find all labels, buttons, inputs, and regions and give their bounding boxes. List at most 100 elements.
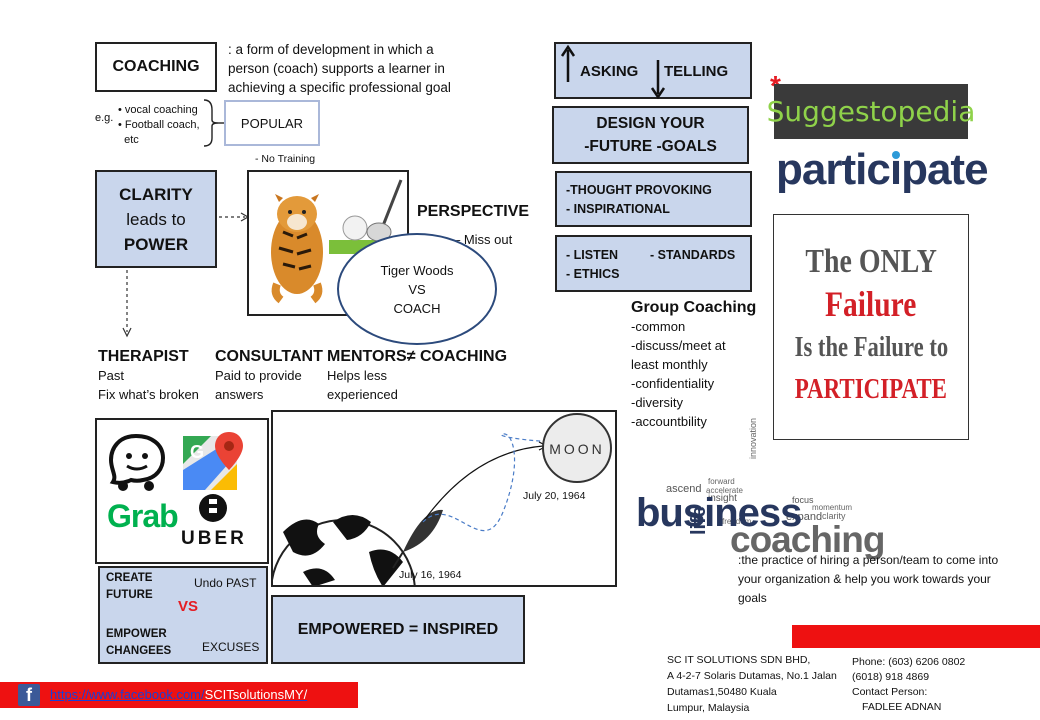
waze-icon — [108, 433, 166, 491]
popular-box: POPULAR — [224, 100, 320, 146]
empowered-label: EMPOWERED = INSPIRED — [297, 620, 499, 638]
participate-i: ı — [889, 145, 902, 194]
moon-arrival-date: July 20, 1964 — [523, 490, 586, 502]
design-goals-line2: -FUTURE -GOALS — [584, 138, 717, 155]
group-coaching-block: Group Coaching -common -discuss/meet at … — [631, 299, 756, 431]
life-word: life — [688, 506, 710, 535]
cloud-word: insight — [708, 493, 737, 504]
undo-past-label: Undo PAST — [194, 576, 257, 590]
design-goals-box: DESIGN YOUR -FUTURE -GOALS — [552, 106, 749, 164]
clarity-line3: POWER — [123, 234, 189, 254]
consultant-line2: answers — [215, 387, 264, 402]
excuses-label: EXCUSES — [202, 640, 260, 654]
group-item: -discuss/meet at — [631, 338, 726, 353]
tiger-woods-vs-coach: Tiger Woods VS COACH — [337, 233, 497, 345]
mentors-line2: experienced — [327, 387, 398, 402]
design-goals-line1: DESIGN YOUR — [596, 115, 705, 132]
company-phone: Phone: (603) 6206 0802 — [852, 656, 966, 668]
cloud-word: expand — [786, 511, 823, 523]
svg-text:G: G — [190, 442, 204, 462]
listen-label: - LISTEN — [566, 248, 619, 262]
facebook-url-b: SCITsolutionsMY/ — [204, 687, 308, 702]
moon-mission-box: MOON July 20, 1964 July 16, 1964 — [271, 410, 617, 587]
google-maps-icon: G — [183, 432, 243, 490]
suggestopedia-banner: Suggestopedia — [767, 84, 975, 139]
failure-poster: The ONLY Failure Is the Failure to PARTI… — [773, 214, 969, 440]
cloud-word: momentum — [812, 503, 853, 512]
facebook-icon: f — [18, 684, 40, 706]
consultant-line1: Paid to provide — [215, 368, 302, 383]
clarity-line1: CLARITY — [119, 184, 193, 204]
cloud-word: forward — [708, 477, 735, 486]
tiger-woods-line1: Tiger Woods — [380, 262, 454, 278]
contact-label: Contact Person: — [852, 686, 928, 698]
asking-telling-box: ASKING TELLING — [554, 42, 752, 100]
popular-label: POPULAR — [240, 115, 304, 131]
telling-label: TELLING — [664, 63, 729, 80]
asking-label: ASKING — [580, 63, 639, 80]
no-training-note: - No Training — [255, 153, 316, 165]
company-addr3: Lumpur, Malaysia — [667, 702, 750, 714]
cloud-word: innovation — [748, 417, 758, 459]
facebook-footer: f https://www.facebook.com/SCITsolutions… — [0, 682, 358, 708]
facebook-url-a: https://www.facebook.com/ — [50, 687, 205, 702]
dashed-arrow-down-icon — [122, 270, 132, 338]
tiger-woods-line2: VS — [408, 281, 426, 297]
thought-provoking-box: -THOUGHT PROVOKING - INSPIRATIONAL — [555, 171, 752, 227]
therapist-line2: Fix what’s broken — [98, 387, 199, 402]
dashed-arrow-right-icon — [219, 212, 250, 222]
empowered-inspired-box: EMPOWERED = INSPIRED — [271, 595, 525, 664]
group-item: -diversity — [631, 395, 684, 410]
mentors-title: MENTORS≠ COACHING — [327, 348, 508, 365]
group-item: least monthly — [631, 357, 708, 372]
miss-out-note: – Miss out — [453, 232, 513, 247]
uber-icon — [199, 494, 227, 522]
group-item: -confidentiality — [631, 376, 715, 391]
tiger-woods-line3: COACH — [393, 300, 441, 316]
clarity-line2: leads to — [126, 209, 186, 229]
create-future-label: CREATE FUTURE — [106, 572, 153, 601]
earth-rocket-moon-illustration: MOON — [273, 413, 612, 585]
ethics-label: - ETHICS — [566, 267, 620, 281]
participate-part-a: partic — [776, 145, 891, 194]
poster-line3: Is the Failure to — [794, 331, 948, 363]
suggestopedia-label: Suggestopedia — [766, 95, 976, 128]
ride-apps-box: G Grab UBER — [95, 418, 269, 564]
coaching-word: coaching — [730, 519, 885, 560]
therapist-title: THERAPIST — [98, 348, 189, 365]
cloud-word: freedom — [722, 517, 752, 526]
arrow-down-icon — [650, 60, 666, 100]
coaching-box: COACHING — [95, 42, 217, 92]
poster-line4: PARTICIPATE — [794, 374, 948, 405]
therapist-block: THERAPIST Past Fix what’s broken — [98, 348, 199, 404]
company-address: SC IT SOLUTIONS SDN BHD, A 4-2-7 Solaris… — [667, 652, 837, 716]
eg-label: e.g. — [95, 112, 114, 124]
consultant-block: CONSULTANT Paid to provide answers — [215, 348, 323, 404]
poster-line2: Failure — [825, 284, 917, 324]
create-future-box: CREATE FUTURE Undo PAST VS EMPOWER CHANG… — [98, 566, 268, 664]
coaching-label: COACHING — [112, 58, 200, 75]
group-item: -common — [631, 319, 686, 334]
facebook-link[interactable]: https://www.facebook.com/SCITsolutionsMY… — [50, 687, 307, 702]
cloud-word: focus — [792, 495, 814, 505]
clarity-box: CLARITY leads to POWER — [95, 170, 217, 268]
example-item: • vocal coaching — [118, 104, 198, 116]
cloud-word: accelerate — [706, 486, 743, 495]
arrow-up-icon — [560, 44, 576, 82]
coaching-definition: : a form of development in which a perso… — [228, 42, 451, 95]
example-item: • Football coach, — [118, 119, 200, 131]
cloud-word: ascend — [666, 483, 702, 495]
company-addr1: A 4-2-7 Solaris Dutamas, No.1 Jalan — [667, 670, 837, 682]
moon-label: MOON — [549, 441, 605, 457]
business-word: business — [636, 491, 802, 535]
group-coaching-title: Group Coaching — [631, 299, 757, 316]
empower-changees-label: EMPOWER CHANGEES — [106, 628, 172, 657]
contact-name: FADLEE ADNAN — [862, 701, 942, 713]
example-item: etc — [124, 134, 139, 146]
thought-line2: - INSPIRATIONAL — [566, 202, 670, 216]
company-mobile: (6018) 918 4869 — [852, 671, 930, 683]
uber-logo: UBER — [181, 528, 247, 549]
group-item: -accountbility — [631, 414, 707, 429]
company-contact: Phone: (603) 6206 0802 (6018) 918 4869 C… — [852, 655, 965, 715]
